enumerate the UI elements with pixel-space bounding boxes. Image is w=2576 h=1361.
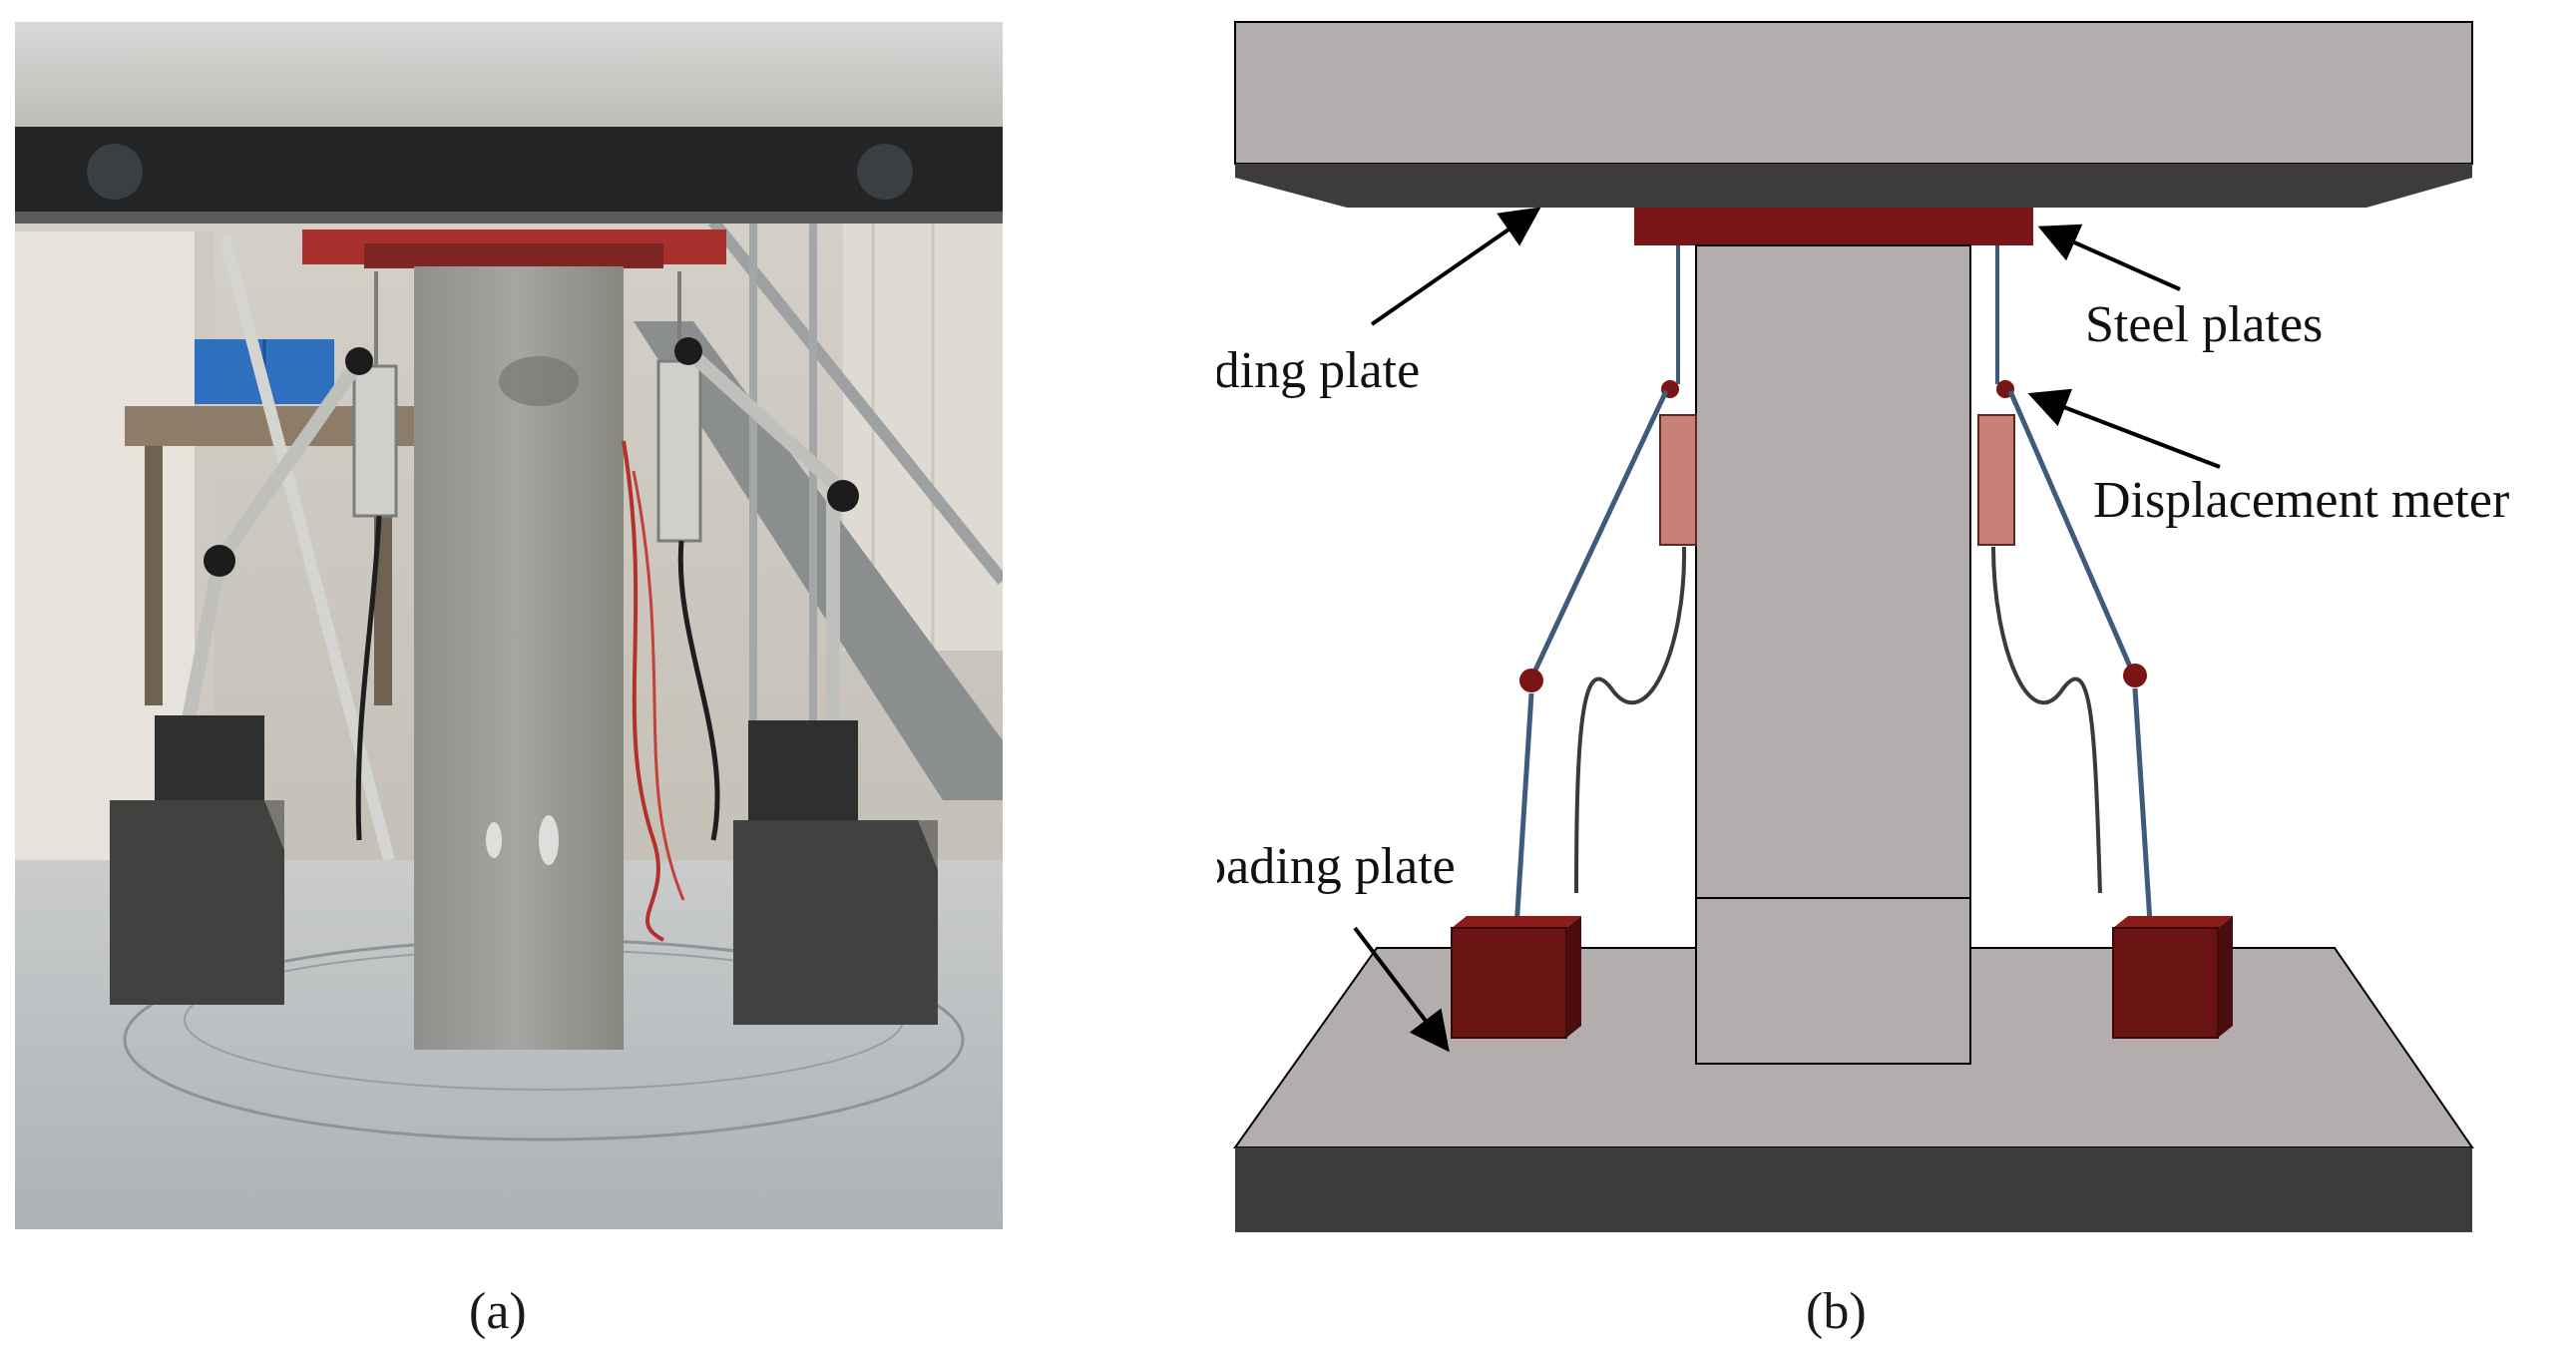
left-support-block <box>1451 927 1567 1039</box>
lower-loading-plate-base <box>1235 1147 2472 1232</box>
left-displacement-meter <box>1659 414 1697 546</box>
photo-ceiling-slab <box>15 22 1003 127</box>
left-arm-lower <box>1513 692 1534 929</box>
left-meter-cable <box>1574 546 1687 894</box>
photo-right-arm <box>683 345 848 497</box>
photo-left-meter <box>352 364 398 518</box>
top-loading-plate <box>1234 21 2473 165</box>
test-setup-photo <box>15 22 1003 1229</box>
right-arm-upper <box>2007 390 2136 675</box>
right-support-block-side <box>2218 916 2233 1038</box>
label-steel-plates: Steel plates <box>2085 296 2323 353</box>
photo-steel-beam <box>15 127 1003 212</box>
right-arm-lower <box>2132 687 2153 924</box>
panel-b-caption: (b) <box>1806 1283 1867 1340</box>
right-support-block <box>2112 927 2219 1039</box>
photo-left-arm <box>214 356 365 566</box>
label-displacement-meter: Displacement meter <box>2093 472 2509 529</box>
arrow-top-loading-plate <box>1370 207 1541 326</box>
left-support-block-side <box>1566 916 1581 1038</box>
left-support-block-top <box>1452 916 1581 928</box>
right-mid-pivot <box>2123 664 2147 687</box>
right-meter-cable <box>1991 546 2102 894</box>
left-mid-pivot <box>1519 669 1543 692</box>
right-support-block-top <box>2113 916 2233 928</box>
arrow-displacement-meter <box>2027 388 2221 469</box>
photo-bolt-left <box>87 144 143 200</box>
panel-a-caption: (a) <box>469 1283 527 1340</box>
arrow-lower-loading-plate <box>1353 926 1450 1053</box>
steel-plates <box>1634 208 2033 245</box>
photo-bolt-right <box>857 144 913 200</box>
label-top-loading-plate: Top loading plate <box>1217 342 1420 399</box>
photo-right-meter <box>656 359 702 543</box>
left-arm-upper <box>1528 389 1669 680</box>
right-displacement-meter <box>1977 414 2015 546</box>
arrow-steel-plates <box>2037 224 2181 291</box>
label-lower-loading-plate: Lower loading plate <box>1217 838 1456 895</box>
photo-staircase <box>634 321 1003 800</box>
top-loading-plate-underside <box>1235 164 2472 208</box>
test-setup-schematic: Top loading plate Steel plates Displacem… <box>1217 21 2509 1232</box>
